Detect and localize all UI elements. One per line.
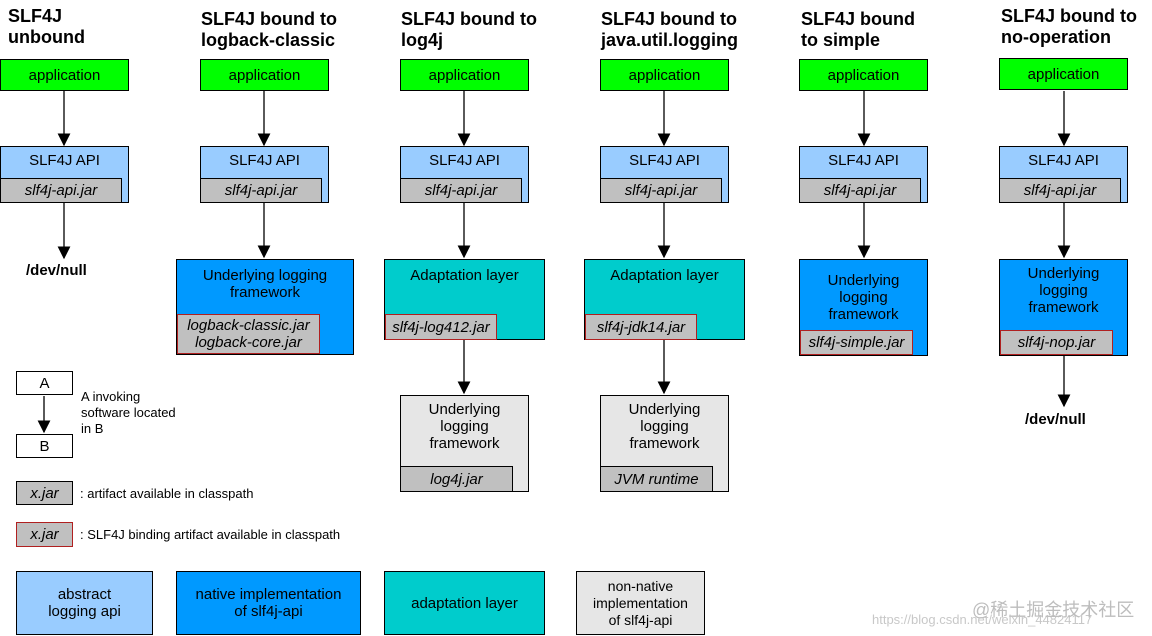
col3-api-jar: slf4j-api.jar <box>400 178 522 203</box>
col6-framework-box: Underlying logging framework <box>999 259 1128 356</box>
col5-title: SLF4J bound to simple <box>801 9 915 50</box>
col4-application-box: application <box>600 59 729 91</box>
watermark-brand: @稀土掘金技术社区 <box>972 600 1135 620</box>
col6-binding-jar: slf4j-nop.jar <box>1000 330 1113 355</box>
col1-application-box: application <box>0 59 129 91</box>
legend-abstract-api: abstract logging api <box>16 571 153 635</box>
col2-api-label: SLF4J API <box>229 152 300 169</box>
col3-adaptation-label: Adaptation layer <box>410 267 519 284</box>
col1-devnull: /dev/null <box>26 262 87 279</box>
col5-binding-jar: slf4j-simple.jar <box>800 330 913 355</box>
col5-api-label: SLF4J API <box>828 152 899 169</box>
col3-application-box: application <box>400 59 529 91</box>
col4-framework-jar: JVM runtime <box>600 466 713 492</box>
legend-native-impl: native implementation of slf4j-api <box>176 571 361 635</box>
col4-adaptation-label: Adaptation layer <box>610 267 719 284</box>
legend-binding-text: : SLF4J binding artifact available in cl… <box>80 527 341 542</box>
legend-non-native-impl: non-native implementation of slf4j-api <box>576 571 705 635</box>
col5-framework-label: Underlying logging framework <box>827 272 900 323</box>
col5-api-jar: slf4j-api.jar <box>799 178 921 203</box>
col5-application-box: application <box>799 59 928 91</box>
col2-binding-jar: logback-classic.jar logback-core.jar <box>177 314 320 354</box>
col6-api-jar: slf4j-api.jar <box>999 178 1121 203</box>
legend-box-b: B <box>16 434 73 458</box>
col6-application-box: application <box>999 58 1128 90</box>
col1-api-jar: slf4j-api.jar <box>0 178 122 203</box>
col6-devnull: /dev/null <box>1025 411 1086 428</box>
col3-framework-label: Underlying logging framework <box>428 401 501 452</box>
col3-framework-jar: log4j.jar <box>400 466 513 492</box>
col6-title: SLF4J bound to no-operation <box>1001 6 1137 47</box>
col1-title: SLF4J unbound <box>8 6 85 47</box>
col2-application-box: application <box>200 59 329 91</box>
col2-title: SLF4J bound to logback-classic <box>201 9 337 50</box>
col2-framework-label: Underlying logging framework <box>202 267 328 301</box>
col3-binding-jar: slf4j-log412.jar <box>385 314 497 340</box>
legend-binding-sample: x.jar <box>16 522 73 547</box>
legend-jar-text: : artifact available in classpath <box>80 486 254 501</box>
col4-api-label: SLF4J API <box>629 152 700 169</box>
col2-api-jar: slf4j-api.jar <box>200 178 322 203</box>
legend-box-a: A <box>16 371 73 395</box>
legend-invoke-text: A invoking software located in B <box>81 389 176 436</box>
col4-api-jar: slf4j-api.jar <box>600 178 722 203</box>
col3-api-label: SLF4J API <box>429 152 500 169</box>
watermark-url: https://blog.csdn.net/weixin_44824117 <box>872 612 1093 627</box>
col6-api-label: SLF4J API <box>1028 152 1099 169</box>
col4-title: SLF4J bound to java.util.logging <box>601 9 739 50</box>
col6-framework-label: Underlying logging framework <box>1027 265 1100 316</box>
col4-binding-jar: slf4j-jdk14.jar <box>585 314 697 340</box>
col4-framework-label: Underlying logging framework <box>628 401 701 452</box>
legend-jar-sample: x.jar <box>16 481 73 505</box>
col1-api-label: SLF4J API <box>29 152 100 169</box>
legend-adaptation-layer: adaptation layer <box>384 571 545 635</box>
col3-title: SLF4J bound to log4j <box>401 9 537 50</box>
